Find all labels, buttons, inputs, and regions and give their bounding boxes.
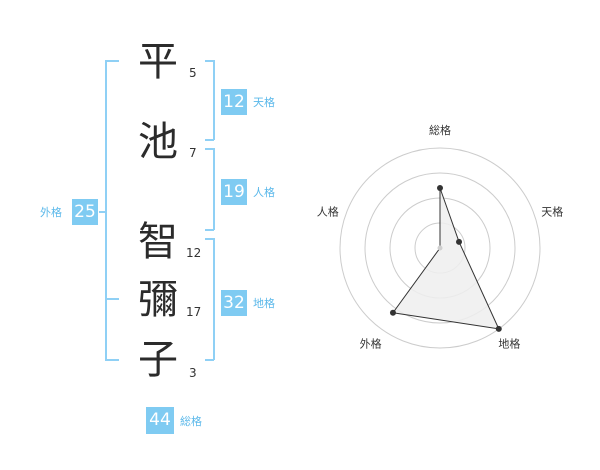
chikaku-label: 地格 xyxy=(253,297,275,310)
radar-point-1 xyxy=(437,185,443,191)
gaikaku-label: 外格 xyxy=(40,206,62,219)
soukaku-badge: 44 xyxy=(146,407,174,434)
radar-center xyxy=(437,245,443,251)
name-char-2: 池 xyxy=(138,119,178,165)
radar-ring xyxy=(364,172,516,324)
jinkaku-label: 人格 xyxy=(253,186,275,199)
tenkaku-label: 天格 xyxy=(253,96,275,109)
radar-ring xyxy=(339,147,541,349)
radar-point-2 xyxy=(456,238,463,245)
radar-point-3 xyxy=(495,325,502,332)
radar-point-4 xyxy=(389,309,396,316)
tenkaku-badge: 12 xyxy=(221,89,247,115)
radar-axis-label-3: 地格 xyxy=(498,336,520,350)
jinkaku-badge: 19 xyxy=(221,179,247,205)
stroke-count-3: 12 xyxy=(186,246,202,260)
radar-polygon xyxy=(392,187,500,330)
radar-axis-label-4: 外格 xyxy=(360,336,382,350)
name-char-1: 平 xyxy=(138,39,178,85)
name-char-5: 子 xyxy=(138,337,178,383)
stroke-count-1: 5 xyxy=(189,66,197,80)
soukaku-label: 総格 xyxy=(180,415,202,428)
stroke-count-5: 3 xyxy=(189,366,197,380)
radar-axis-label-2: 天格 xyxy=(541,205,563,219)
stroke-count-2: 7 xyxy=(189,146,197,160)
radar-axis-label-1: 総格 xyxy=(429,123,451,137)
stroke-count-4: 17 xyxy=(186,305,202,319)
gaikaku-badge: 25 xyxy=(72,199,98,225)
chikaku-badge: 32 xyxy=(221,290,247,316)
name-char-3: 智 xyxy=(138,219,178,265)
name-char-4: 彌 xyxy=(138,277,178,323)
radar-axis-label-5: 人格 xyxy=(317,205,339,219)
